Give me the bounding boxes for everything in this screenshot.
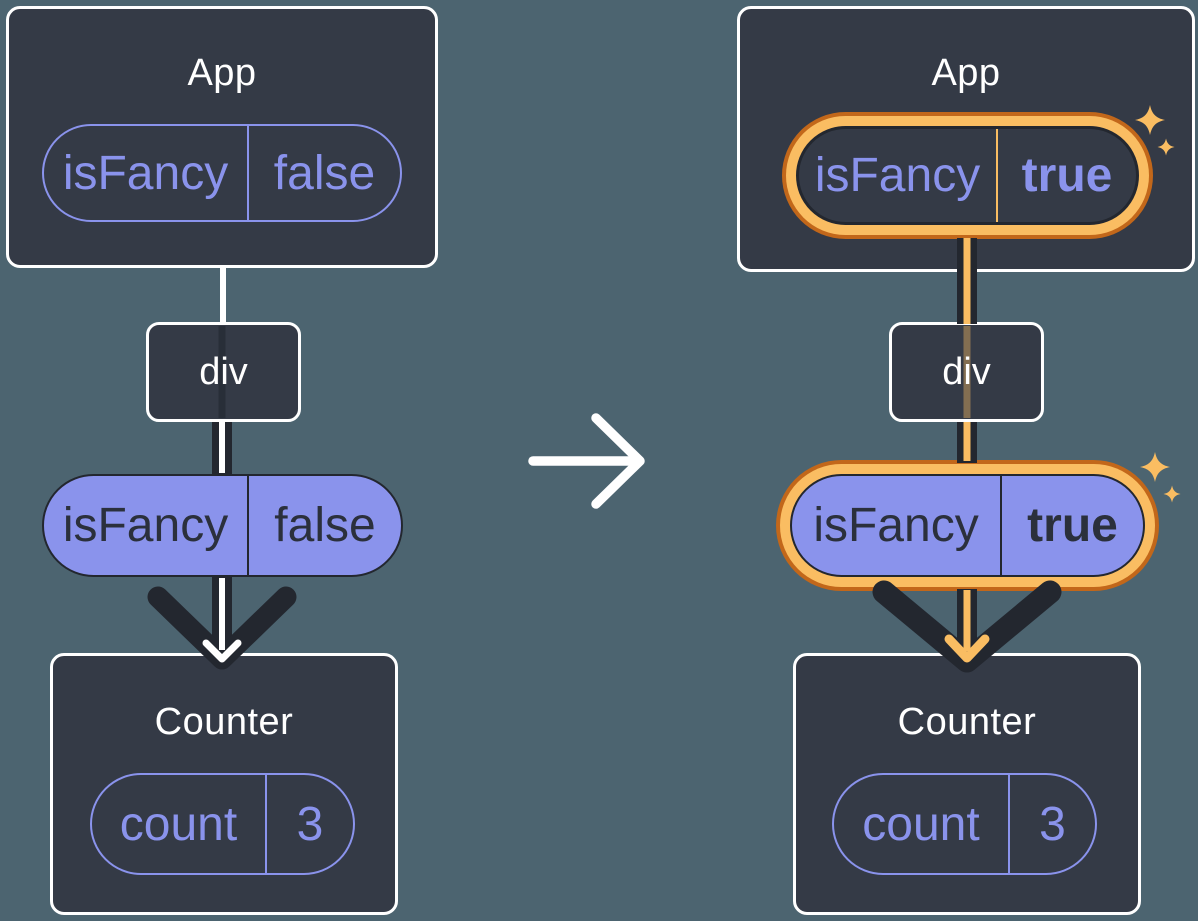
prop-name: isFancy bbox=[799, 129, 998, 222]
state-name: count bbox=[92, 775, 267, 873]
prop-name: isFancy bbox=[792, 476, 1002, 575]
prop-pill-app-left: isFancy false bbox=[42, 124, 402, 222]
arrow-prop-to-counter-left bbox=[147, 576, 297, 670]
state-pill-left: count 3 bbox=[90, 773, 355, 875]
connector-div-to-prop-left bbox=[212, 422, 232, 476]
prop-value: false bbox=[273, 146, 376, 200]
prop-name: isFancy bbox=[44, 476, 249, 575]
state-name: count bbox=[834, 775, 1010, 873]
counter-title-left: Counter bbox=[154, 701, 294, 743]
prop-pill-app-right-highlighted: isFancy true bbox=[796, 126, 1139, 225]
passed-prop-pill-right-highlighted: isFancy true bbox=[790, 474, 1145, 577]
div-label: div bbox=[942, 350, 991, 393]
prop-value: false bbox=[274, 499, 376, 552]
arrow-right-icon bbox=[528, 413, 645, 509]
arrow-prop-to-counter-right bbox=[872, 580, 1062, 673]
state-value: 3 bbox=[296, 797, 324, 851]
div-box-left: div bbox=[146, 322, 301, 422]
connector-div-to-prop-right bbox=[957, 422, 977, 463]
state-value: 3 bbox=[1039, 797, 1066, 851]
app-title-left: App bbox=[187, 52, 257, 94]
prop-value: true bbox=[1021, 149, 1113, 202]
counter-title-right: Counter bbox=[897, 701, 1037, 743]
div-box-right: div bbox=[889, 322, 1044, 422]
app-title-right: App bbox=[931, 52, 1001, 94]
div-label: div bbox=[199, 350, 248, 393]
prop-name: isFancy bbox=[44, 126, 249, 220]
passed-prop-pill-left: isFancy false bbox=[42, 474, 403, 577]
prop-value: true bbox=[1027, 499, 1118, 552]
sparkle-icon bbox=[1140, 452, 1170, 482]
sparkle-icon bbox=[1163, 485, 1181, 503]
state-pill-right: count 3 bbox=[832, 773, 1097, 875]
